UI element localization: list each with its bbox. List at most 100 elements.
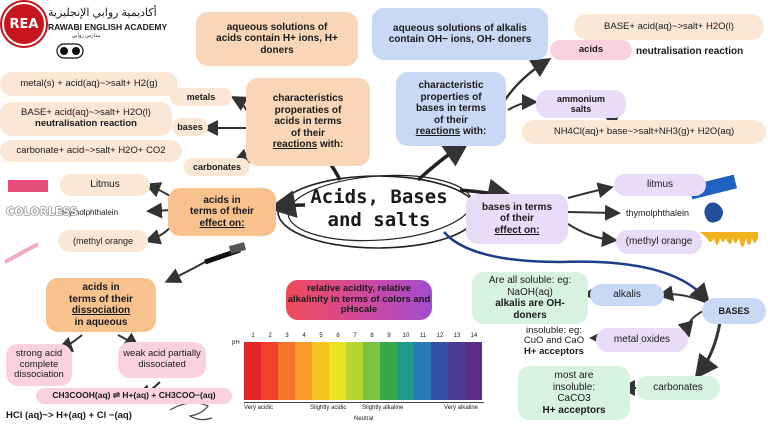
base-characteristics-box: characteristic properties of bases in te…	[396, 72, 506, 146]
acid-aqueous-box: aqueous solutions of acids contain H+ io…	[196, 12, 358, 66]
base-thymolphthalein: thymolphthalein	[626, 208, 689, 218]
weak-acid-box: weak acid partially dissociated	[118, 342, 206, 378]
ammonium-line2: salts	[571, 104, 592, 114]
ph-label: pH	[232, 340, 240, 346]
ph-slightly-alkaline: Slightly alkaline	[362, 405, 403, 411]
base-char-line4: of their	[434, 115, 468, 127]
acid-litmus: Litmus	[60, 174, 150, 196]
carbonates-box: carbonates	[636, 376, 720, 400]
base-litmus: litmus	[614, 174, 706, 196]
acid-effect-under: effect on:	[200, 218, 245, 230]
ammonium-line1: ammonium	[557, 94, 605, 104]
logo-sub: مدارس روابي	[72, 33, 100, 39]
acid-metals-label: metals	[170, 88, 232, 106]
ph-cell-13	[448, 342, 465, 400]
ph-cell-9	[380, 342, 397, 400]
ph-cell-5	[312, 342, 329, 400]
logo-arabic: أكاديمية روابي الإنجليزية	[48, 6, 157, 19]
ph-cell-1	[244, 342, 261, 400]
base-effect-line1: bases in terms	[482, 202, 552, 214]
ph-cell-12	[431, 342, 448, 400]
strong-acid-box: strong acid complete dissociation	[6, 344, 72, 386]
soluble-line4: doners	[513, 310, 546, 322]
acid-char-line2: properaties of	[275, 105, 342, 117]
base-effect-box: bases in terms of their effect on:	[466, 194, 568, 244]
ph-number-9: 9	[380, 333, 398, 339]
acid-char-line5: reactions with:	[273, 139, 344, 151]
acid-characteristics-box: characteristics properaties of acids in …	[246, 78, 370, 166]
base-char-line5: reactions with:	[416, 126, 487, 138]
base-aqueous-text: aqueous solutions of alkalis contain OH−…	[386, 23, 534, 46]
soluble-line3: alkalis are OH-	[495, 298, 564, 310]
acid-diss-line2: terms of their	[69, 294, 133, 306]
ph-number-11: 11	[414, 333, 432, 339]
soluble-line2: NaOH(aq)	[507, 287, 553, 299]
ph-cell-8	[363, 342, 380, 400]
ph-slightly-acidic: Slightly acidic	[310, 405, 346, 411]
acid-effect-line1: acids in	[203, 195, 240, 207]
acid-effect-box: acids in terms of their effect on:	[168, 188, 276, 236]
acid-neutralisation: neutralisation reaction	[35, 119, 137, 130]
ph-cell-4	[295, 342, 312, 400]
ph-neutral: Neutral	[354, 416, 373, 422]
acid-char-line1: characteristics	[273, 93, 344, 105]
ph-number-1: 1	[244, 333, 262, 339]
center-title: Acids, Bases and salts	[306, 186, 452, 232]
insol-line3: H+ acceptors	[512, 347, 596, 357]
soluble-line1: Are all soluble: eg:	[489, 275, 571, 287]
acid-diss-under: dissociation	[72, 305, 130, 317]
base-effect-under: effect on:	[495, 225, 540, 237]
most-line3: CaCO3	[557, 393, 590, 405]
ph-number-5: 5	[312, 333, 330, 339]
acid-aqueous-text: aqueous solutions of acids contain H+ io…	[214, 22, 340, 57]
acid-carbonates-equation: carbonate+ acid~>salt+ H2O+ CO2	[0, 140, 182, 162]
most-line2: insoluble:	[553, 382, 595, 394]
ph-number-6: 6	[329, 333, 347, 339]
base-char-line2: properties of	[420, 92, 481, 104]
ph-number-14: 14	[465, 333, 483, 339]
ph-number-7: 7	[346, 333, 364, 339]
ph-number-13: 13	[448, 333, 466, 339]
ph-cell-2	[261, 342, 278, 400]
weak-acid-equation: CH3COOH(aq) ⇌ H+(aq) + CH3COO−(aq)	[36, 388, 232, 404]
center-title-line2: and salts	[306, 209, 452, 232]
acid-diss-line4: in aqueous	[75, 317, 128, 329]
most-line4: H+ acceptors	[542, 405, 605, 417]
base-aqueous-box: aqueous solutions of alkalis contain OH−…	[372, 8, 548, 60]
acid-char-with: with:	[317, 139, 343, 150]
ph-cell-14	[465, 342, 482, 400]
ph-number-12: 12	[431, 333, 449, 339]
acid-effect-line2: terms of their	[190, 206, 254, 218]
academy-logo: REA	[2, 2, 46, 46]
ph-very-acidic: Very acidic	[244, 405, 273, 411]
ph-number-2: 2	[261, 333, 279, 339]
base-methyl-orange: (methyl orange	[616, 230, 702, 254]
ph-very-alkaline: Very alkaline	[444, 405, 478, 411]
acid-dissociation-box: acids in terms of their dissociation in …	[46, 278, 156, 332]
most-insoluble-box: most are insoluble: CaCO3 H+ acceptors	[518, 366, 630, 420]
bases-node: BASES	[702, 298, 766, 324]
logo-name: RAWABI ENGLISH ACADEMY	[48, 22, 167, 32]
ph-number-4: 4	[295, 333, 313, 339]
base-neutralisation: neutralisation reaction	[636, 46, 743, 57]
colorless-text: COLORLESS	[6, 205, 78, 218]
base-acids-label: acids	[550, 40, 632, 60]
acid-carbonates-label: carbonates	[184, 158, 250, 176]
ph-title-box: relative acidity, relative alkalinity in…	[286, 280, 432, 320]
acid-bases-label: bases	[172, 118, 208, 136]
ph-cell-7	[346, 342, 363, 400]
ph-number-8: 8	[363, 333, 381, 339]
acid-metals-equation: metal(s) + acid(aq)~>salt+ H2(g)	[0, 72, 178, 96]
most-line1: most are	[555, 370, 594, 382]
ammonium-salts-box: ammonium salts	[536, 90, 626, 118]
ph-cell-6	[329, 342, 346, 400]
insoluble-text: insoluble: eg: CuO and CaO H+ acceptors	[512, 326, 596, 357]
ph-cell-3	[278, 342, 295, 400]
ph-number-3: 3	[278, 333, 296, 339]
ammonium-equation: NH4Cl(aq)+ base~>salt+NH3(g)+ H2O(aq)	[522, 120, 766, 144]
base-effect-line2: of their	[500, 213, 534, 225]
base-char-line3: bases in terms	[416, 103, 486, 115]
alkalis-box: alkalis	[590, 284, 664, 306]
acid-diss-line1: acids in	[82, 282, 119, 294]
metal-oxides-box: metal oxides	[596, 328, 688, 352]
